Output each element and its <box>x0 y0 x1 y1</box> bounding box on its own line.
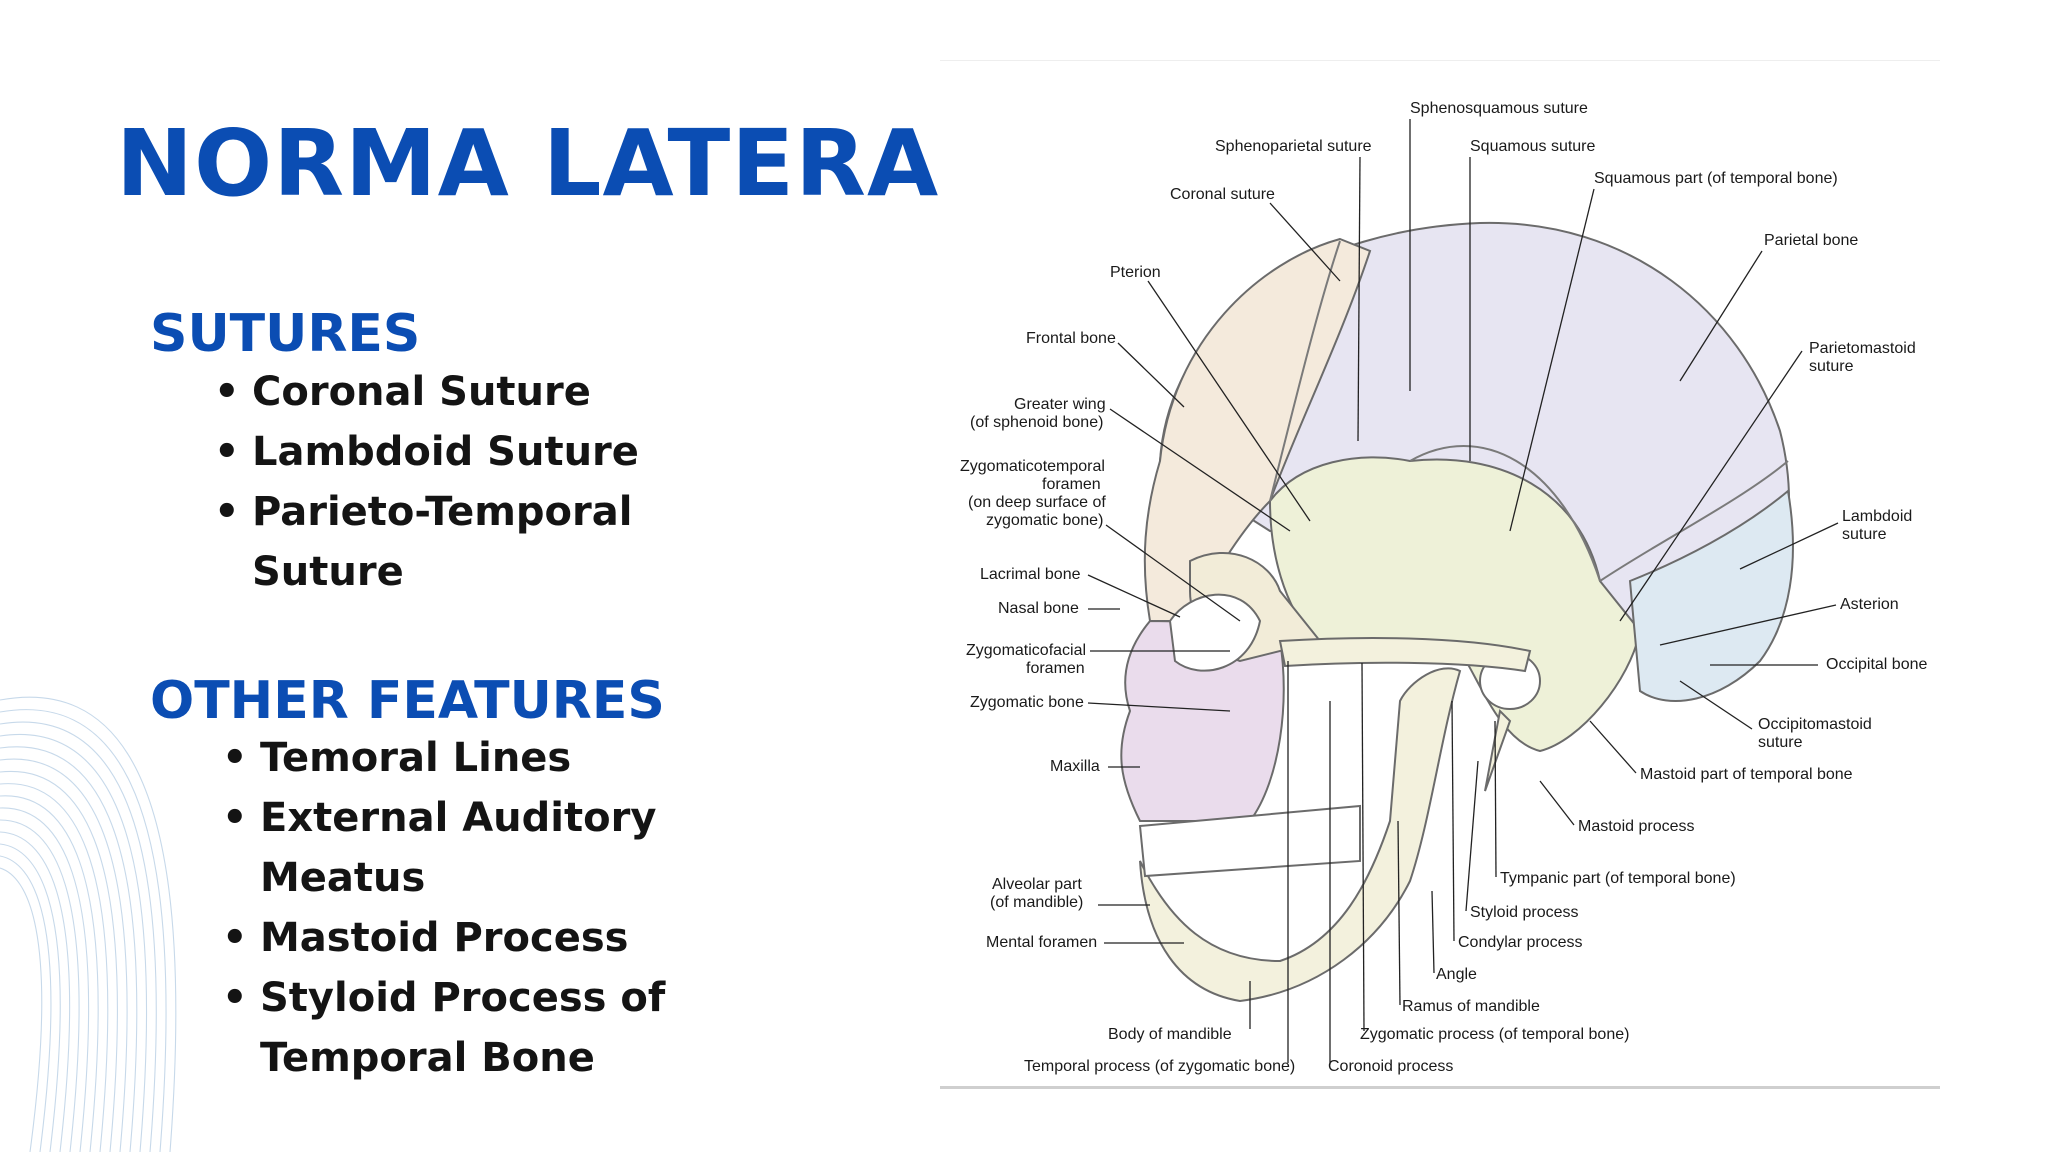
list-item: Temoral Lines <box>222 728 692 788</box>
label-lacrimal-bone: Lacrimal bone <box>980 566 1081 583</box>
label-body-of-mandible: Body of mandible <box>1108 1026 1232 1043</box>
sutures-list: Coronal Suture Lambdoid Suture Parieto-T… <box>214 362 674 602</box>
skull-lateral-diagram: Sphenosquamous suture Sphenoparietal sut… <box>960 100 1927 1075</box>
label-occipitomastoid-1: Occipitomastoid <box>1758 716 1872 733</box>
list-item: Parieto-Temporal Suture <box>214 482 674 602</box>
occipital-bone-region <box>1628 489 1794 702</box>
list-item: External Auditory Meatus <box>222 788 692 908</box>
label-occipitomastoid-2: suture <box>1758 734 1803 751</box>
other-features-heading: OTHER FEATURES <box>150 671 665 731</box>
label-sphenosquamous-suture: Sphenosquamous suture <box>1410 100 1588 117</box>
skull-figure-panel: Sphenosquamous suture Sphenoparietal sut… <box>940 60 1940 1089</box>
label-styloid-process: Styloid process <box>1470 904 1579 921</box>
label-coronal-suture: Coronal suture <box>1170 186 1275 203</box>
frontal-bone-region <box>1143 237 1372 622</box>
label-mastoid-process: Mastoid process <box>1578 818 1695 835</box>
suture-lines <box>1269 240 1789 582</box>
label-zygomaticotemporal-2: foramen <box>1042 476 1101 493</box>
label-parietomastoid-2: suture <box>1809 358 1854 375</box>
label-angle: Angle <box>1436 966 1477 983</box>
label-zygomaticofacial-1: Zygomaticofacial <box>966 642 1086 659</box>
label-parietomastoid-1: Parietomastoid <box>1809 340 1916 357</box>
decorative-wave-lines <box>0 696 177 1152</box>
label-tympanic-part: Tympanic part (of temporal bone) <box>1500 870 1736 887</box>
label-greater-wing-2: (of sphenoid bone) <box>970 414 1103 431</box>
sutures-heading: SUTURES <box>150 304 421 364</box>
label-pterion: Pterion <box>1110 264 1161 281</box>
label-sphenoparietal-suture: Sphenoparietal suture <box>1215 138 1372 155</box>
figure-labels: Sphenosquamous suture Sphenoparietal sut… <box>960 100 1927 1075</box>
label-alveolar-2: (of mandible) <box>990 894 1083 911</box>
label-lambdoid-1: Lambdoid <box>1842 508 1912 525</box>
label-condylar-process: Condylar process <box>1458 934 1583 951</box>
label-maxilla: Maxilla <box>1050 758 1100 775</box>
label-zygomatic-bone: Zygomatic bone <box>970 694 1084 711</box>
list-item: Coronal Suture <box>214 362 674 422</box>
label-alveolar-1: Alveolar part <box>992 876 1082 893</box>
label-ramus: Ramus of mandible <box>1402 998 1540 1015</box>
label-nasal-bone: Nasal bone <box>998 600 1079 617</box>
label-asterion: Asterion <box>1840 596 1899 613</box>
label-zygomaticotemporal-4: zygomatic bone) <box>986 512 1103 529</box>
list-item: Mastoid Process <box>222 908 692 968</box>
label-mastoid-part: Mastoid part of temporal bone <box>1640 766 1853 783</box>
list-item: Styloid Process of Temporal Bone <box>222 968 692 1088</box>
zygomatic-arch <box>1278 637 1532 673</box>
other-features-list: Temoral Lines External Auditory Meatus M… <box>222 728 692 1088</box>
skull-illustration <box>1120 221 1794 1003</box>
label-frontal-bone: Frontal bone <box>1026 330 1116 347</box>
mandible-region <box>1139 667 1462 1003</box>
label-zygomatic-process: Zygomatic process (of temporal bone) <box>1360 1026 1629 1043</box>
label-squamous-part: Squamous part (of temporal bone) <box>1594 170 1838 187</box>
label-greater-wing-1: Greater wing <box>1014 396 1106 413</box>
label-temporal-process: Temporal process (of zygomatic bone) <box>1024 1058 1295 1075</box>
label-squamous-suture: Squamous suture <box>1470 138 1596 155</box>
orbit <box>1168 593 1262 672</box>
styloid-process-shape <box>1484 708 1512 792</box>
list-item: Lambdoid Suture <box>214 422 674 482</box>
label-parietal-bone: Parietal bone <box>1764 232 1858 249</box>
teeth-row <box>1138 804 1361 878</box>
label-lambdoid-2: suture <box>1842 526 1887 543</box>
label-occipital-bone: Occipital bone <box>1826 656 1927 673</box>
label-zygomaticotemporal-3: (on deep surface of <box>968 494 1106 511</box>
label-mental-foramen: Mental foramen <box>986 934 1097 951</box>
label-zygomaticotemporal-1: Zygomaticotemporal <box>960 458 1105 475</box>
page-title: NORMA LATERALIS <box>116 110 1102 217</box>
label-coronoid-process: Coronoid process <box>1328 1058 1453 1075</box>
label-zygomaticofacial-2: foramen <box>1026 660 1085 677</box>
